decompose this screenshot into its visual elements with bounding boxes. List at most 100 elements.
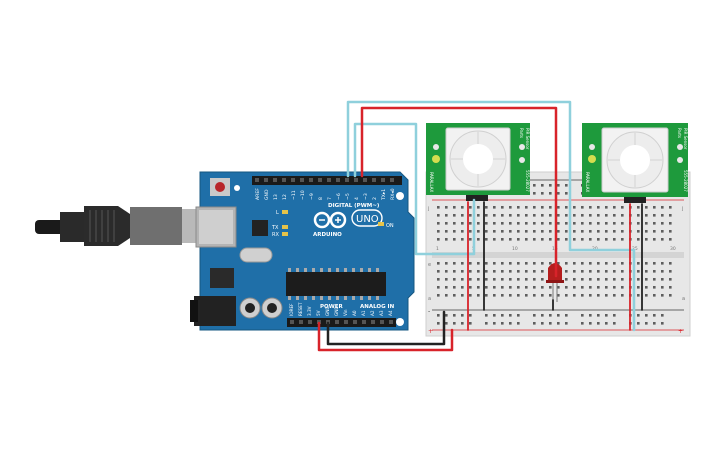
pir-sensor-1[interactable]: PARALLAX PIR Sensor Parts 555-28027 bbox=[426, 123, 530, 201]
breadboard-hole[interactable] bbox=[669, 214, 672, 217]
breadboard-hole[interactable] bbox=[493, 314, 496, 317]
breadboard-hole[interactable] bbox=[613, 278, 616, 281]
breadboard-hole[interactable] bbox=[573, 206, 576, 209]
breadboard-hole[interactable] bbox=[517, 294, 520, 297]
breadboard-hole[interactable] bbox=[469, 262, 472, 265]
breadboard-hole[interactable] bbox=[613, 286, 616, 289]
breadboard-hole[interactable] bbox=[453, 294, 456, 297]
breadboard-hole[interactable] bbox=[613, 238, 616, 241]
breadboard-hole[interactable] bbox=[445, 262, 448, 265]
breadboard-hole[interactable] bbox=[605, 230, 608, 233]
breadboard-hole[interactable] bbox=[549, 294, 552, 297]
breadboard-hole[interactable] bbox=[565, 192, 568, 195]
breadboard-hole[interactable] bbox=[469, 238, 472, 241]
breadboard-hole[interactable] bbox=[453, 238, 456, 241]
breadboard-hole[interactable] bbox=[669, 206, 672, 209]
breadboard-hole[interactable] bbox=[533, 222, 536, 225]
breadboard-hole[interactable] bbox=[501, 294, 504, 297]
breadboard-hole[interactable] bbox=[525, 222, 528, 225]
breadboard-hole[interactable] bbox=[549, 262, 552, 265]
breadboard-hole[interactable] bbox=[637, 322, 640, 325]
breadboard-hole[interactable] bbox=[549, 214, 552, 217]
breadboard-hole[interactable] bbox=[637, 206, 640, 209]
breadboard-hole[interactable] bbox=[621, 294, 624, 297]
breadboard-hole[interactable] bbox=[669, 238, 672, 241]
breadboard-hole[interactable] bbox=[509, 322, 512, 325]
breadboard-hole[interactable] bbox=[661, 262, 664, 265]
breadboard-hole[interactable] bbox=[613, 206, 616, 209]
breadboard-hole[interactable] bbox=[485, 314, 488, 317]
breadboard-hole[interactable] bbox=[445, 322, 448, 325]
breadboard-hole[interactable] bbox=[605, 278, 608, 281]
breadboard-hole[interactable] bbox=[525, 270, 528, 273]
breadboard-hole[interactable] bbox=[485, 322, 488, 325]
breadboard-hole[interactable] bbox=[461, 270, 464, 273]
breadboard-hole[interactable] bbox=[557, 214, 560, 217]
breadboard-hole[interactable] bbox=[541, 262, 544, 265]
breadboard-hole[interactable] bbox=[661, 230, 664, 233]
breadboard-hole[interactable] bbox=[541, 322, 544, 325]
breadboard-hole[interactable] bbox=[557, 322, 560, 325]
breadboard-hole[interactable] bbox=[461, 286, 464, 289]
breadboard-hole[interactable] bbox=[645, 230, 648, 233]
breadboard-hole[interactable] bbox=[557, 230, 560, 233]
breadboard-hole[interactable] bbox=[573, 262, 576, 265]
breadboard-hole[interactable] bbox=[557, 314, 560, 317]
breadboard-hole[interactable] bbox=[477, 270, 480, 273]
breadboard-hole[interactable] bbox=[565, 270, 568, 273]
breadboard-hole[interactable] bbox=[565, 222, 568, 225]
breadboard-hole[interactable] bbox=[493, 278, 496, 281]
breadboard-hole[interactable] bbox=[453, 286, 456, 289]
breadboard-hole[interactable] bbox=[565, 262, 568, 265]
breadboard-hole[interactable] bbox=[645, 214, 648, 217]
breadboard-hole[interactable] bbox=[549, 222, 552, 225]
breadboard-hole[interactable] bbox=[669, 230, 672, 233]
breadboard-hole[interactable] bbox=[597, 206, 600, 209]
breadboard-hole[interactable] bbox=[613, 294, 616, 297]
breadboard-hole[interactable] bbox=[485, 222, 488, 225]
breadboard-hole[interactable] bbox=[573, 270, 576, 273]
breadboard-hole[interactable] bbox=[661, 270, 664, 273]
breadboard-hole[interactable] bbox=[581, 294, 584, 297]
breadboard-hole[interactable] bbox=[493, 222, 496, 225]
breadboard-hole[interactable] bbox=[541, 184, 544, 187]
breadboard-hole[interactable] bbox=[573, 214, 576, 217]
breadboard-hole[interactable] bbox=[661, 294, 664, 297]
breadboard-hole[interactable] bbox=[469, 278, 472, 281]
breadboard-hole[interactable] bbox=[509, 222, 512, 225]
breadboard-hole[interactable] bbox=[477, 286, 480, 289]
wire-signal-sensor-2[interactable] bbox=[346, 100, 636, 332]
breadboard-hole[interactable] bbox=[645, 262, 648, 265]
breadboard-hole[interactable] bbox=[533, 230, 536, 233]
breadboard-hole[interactable] bbox=[501, 230, 504, 233]
reset-button[interactable] bbox=[210, 178, 230, 196]
breadboard-hole[interactable] bbox=[517, 214, 520, 217]
breadboard-hole[interactable] bbox=[453, 262, 456, 265]
breadboard-hole[interactable] bbox=[437, 294, 440, 297]
breadboard-hole[interactable] bbox=[549, 314, 552, 317]
breadboard-hole[interactable] bbox=[485, 262, 488, 265]
breadboard-hole[interactable] bbox=[621, 222, 624, 225]
breadboard-hole[interactable] bbox=[493, 206, 496, 209]
breadboard-hole[interactable] bbox=[533, 278, 536, 281]
wire-gnd[interactable] bbox=[326, 310, 446, 346]
breadboard-hole[interactable] bbox=[517, 206, 520, 209]
breadboard-hole[interactable] bbox=[517, 322, 520, 325]
breadboard-hole[interactable] bbox=[453, 278, 456, 281]
breadboard-hole[interactable] bbox=[581, 214, 584, 217]
breadboard-hole[interactable] bbox=[445, 286, 448, 289]
arduino-uno-board[interactable]: AREF GND 13 12 ~11 ~10 ~9 8 7 ~6 ~5 4 ~3… bbox=[190, 171, 415, 331]
breadboard-hole[interactable] bbox=[637, 222, 640, 225]
breadboard-hole[interactable] bbox=[589, 314, 592, 317]
breadboard-hole[interactable] bbox=[581, 206, 584, 209]
breadboard-hole[interactable] bbox=[517, 278, 520, 281]
breadboard-hole[interactable] bbox=[557, 286, 560, 289]
breadboard-hole[interactable] bbox=[557, 192, 560, 195]
breadboard-hole[interactable] bbox=[437, 262, 440, 265]
breadboard-hole[interactable] bbox=[437, 206, 440, 209]
breadboard-hole[interactable] bbox=[509, 230, 512, 233]
breadboard-hole[interactable] bbox=[533, 206, 536, 209]
breadboard-hole[interactable] bbox=[589, 214, 592, 217]
breadboard-hole[interactable] bbox=[621, 206, 624, 209]
breadboard-hole[interactable] bbox=[485, 278, 488, 281]
